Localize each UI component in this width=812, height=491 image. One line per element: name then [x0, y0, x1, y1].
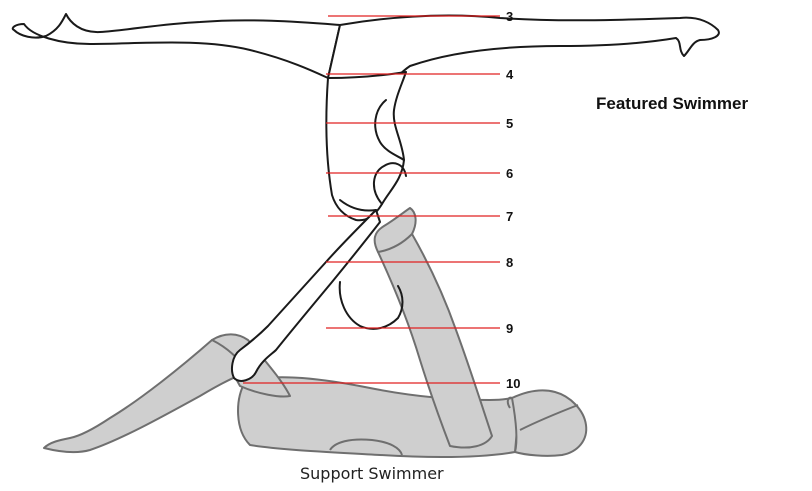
level-number-4: 4 — [506, 67, 514, 82]
featured-swimmer-figure — [13, 14, 719, 381]
support-head — [512, 390, 586, 455]
level-number-3: 3 — [506, 9, 513, 24]
featured-arm — [232, 210, 380, 381]
level-number-9: 9 — [506, 321, 513, 336]
level-number-10: 10 — [506, 376, 520, 391]
featured-left-leg — [13, 14, 340, 78]
level-number-6: 6 — [506, 166, 513, 181]
featured-swimmer-label: Featured Swimmer — [596, 94, 748, 114]
featured-head — [340, 282, 403, 329]
level-number-8: 8 — [506, 255, 513, 270]
support-lower-leg — [44, 340, 248, 452]
support-swimmer-figure — [44, 208, 586, 457]
featured-torso — [326, 72, 406, 220]
support-swimmer-label: Support Swimmer — [300, 464, 444, 483]
featured-right-leg — [328, 16, 719, 78]
level-number-5: 5 — [506, 116, 513, 131]
level-number-7: 7 — [506, 209, 513, 224]
